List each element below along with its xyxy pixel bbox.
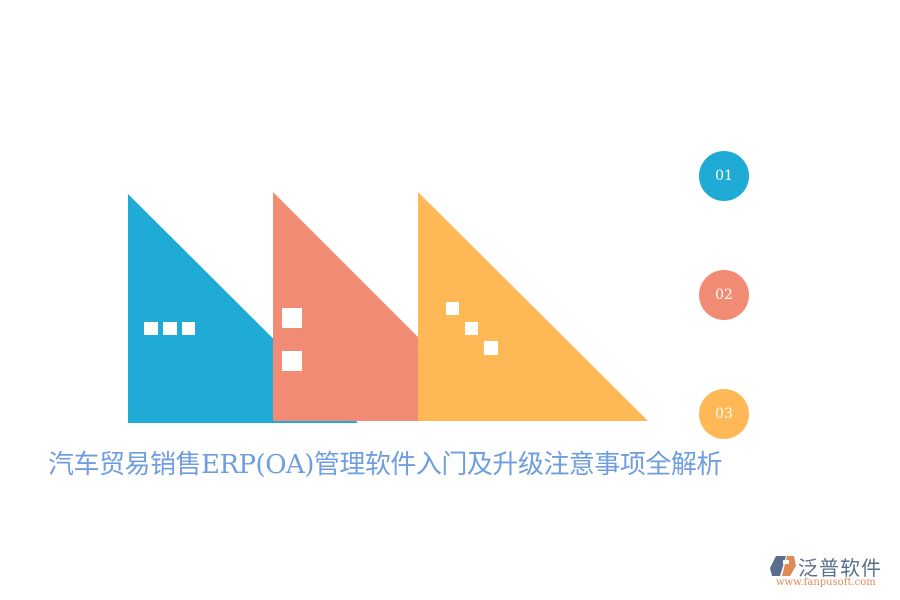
step-badge-2: 02: [699, 270, 749, 320]
step-number: 03: [715, 406, 733, 422]
orange-square-2: [465, 322, 478, 335]
orange-triangle: [418, 192, 648, 421]
orange-square-3: [484, 341, 498, 355]
fanpu-logo: 泛普软件 www.fanpusoft.com: [768, 552, 898, 592]
red-square-2: [282, 351, 302, 371]
logo-name: 泛普软件: [798, 556, 882, 580]
orange-square-1: [446, 302, 459, 315]
blue-square-1: [144, 322, 158, 335]
page-title: 汽车贸易销售ERP(OA)管理软件入门及升级注意事项全解析: [48, 450, 722, 480]
step-number: 01: [715, 168, 733, 184]
blue-square-2: [163, 322, 177, 335]
step-badge-1: 01: [699, 151, 749, 201]
blue-square-3: [182, 322, 195, 335]
fanpu-logo-icon: [770, 556, 796, 576]
step-number: 02: [715, 287, 733, 303]
red-square-1: [282, 308, 302, 328]
step-badge-3: 03: [699, 389, 749, 439]
logo-url: www.fanpusoft.com: [776, 577, 876, 588]
